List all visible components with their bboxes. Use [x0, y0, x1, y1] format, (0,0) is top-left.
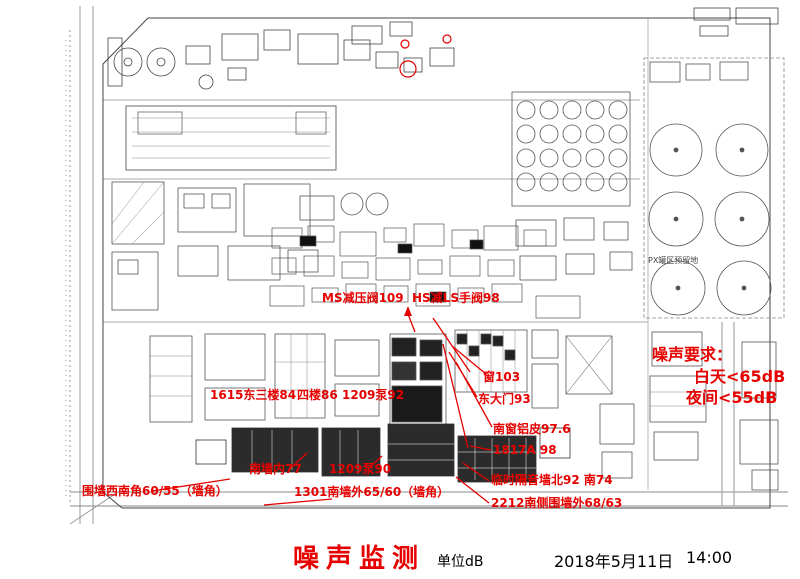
roads-layer	[65, 6, 788, 525]
label-pump-90: 1209泵90	[329, 462, 392, 476]
process-units-layer	[269, 223, 581, 319]
noise-requirement-note: 噪声要求： 白天<65dB 夜间<55dB	[652, 344, 785, 409]
time-label: 14:00	[686, 548, 733, 567]
requirement-night: 夜间<55dB	[686, 388, 778, 408]
site-plan-drawing: PX罐区预留地	[65, 6, 788, 525]
truck-loading-area	[125, 105, 337, 171]
buildings-southeast-layer	[649, 331, 779, 491]
label-hs-valve: HS减LS手阀98	[412, 291, 500, 305]
label-temp-sound-wall: 临时隔音墙北92 南74	[491, 473, 613, 487]
label-1817a: 1817A 98	[493, 443, 557, 457]
label-2212-wall-out: 2212南侧围墙外68/63	[491, 496, 623, 510]
buildings-central-south-layer	[149, 329, 635, 479]
dark-buildings-layer	[195, 423, 571, 483]
buildings-midwest-layer	[111, 181, 389, 311]
px-area-label: PX罐区预留地	[648, 255, 698, 265]
label-east-gate: 东大门93	[478, 392, 531, 406]
label-ms-valve: MS减压阀109	[322, 291, 404, 305]
leader-lines	[151, 306, 493, 506]
label-south-window: 南窗铝皮97.6	[493, 422, 571, 436]
label-pump-92: 1209泵92	[342, 388, 405, 402]
buildings-north-layer	[107, 7, 779, 90]
requirement-title: 噪声要求：	[652, 345, 733, 364]
storage-tanks: PX罐区预留地	[643, 57, 785, 319]
label-sw-corner: 围墙西南角60/55（墙角）	[82, 484, 228, 498]
site-fence	[102, 17, 771, 509]
requirement-day: 白天<65dB	[694, 366, 786, 386]
page-title: 噪声监测	[293, 544, 426, 574]
date-label: 2018年5月11日	[554, 552, 674, 571]
label-south-wall-out: 1301南墙外65/60（墙角）	[294, 485, 450, 499]
label-south-wall-in: 南墙内77	[249, 462, 302, 476]
label-window-103: 窗103	[483, 370, 521, 384]
label-1615-east-bldg: 1615东三楼84	[210, 388, 297, 402]
tank-grid	[511, 91, 633, 281]
unit-label: 单位dB	[437, 554, 484, 570]
red-map-marks	[399, 34, 452, 78]
label-floor-4: 四楼86	[297, 388, 338, 402]
